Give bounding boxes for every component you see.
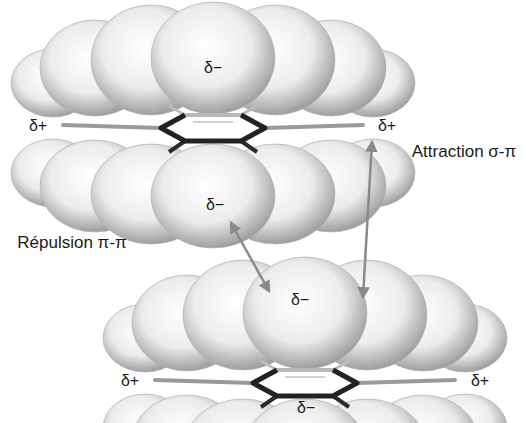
benzene-cloud xyxy=(11,2,415,248)
charge-label: δ+ xyxy=(121,372,139,390)
charge-label: δ− xyxy=(206,196,224,214)
charge-label: δ+ xyxy=(471,372,489,390)
attraction-arrow xyxy=(363,142,372,297)
interaction-label: Attraction σ-π xyxy=(412,143,516,162)
charge-label: δ+ xyxy=(378,117,396,135)
charge-label: δ− xyxy=(291,291,309,309)
charge-label: δ+ xyxy=(29,117,47,135)
interaction-label: Répulsion π-π xyxy=(17,234,126,253)
benzene-cloud xyxy=(103,257,507,423)
repulsion-arrow xyxy=(231,223,269,291)
charge-label: δ− xyxy=(297,399,315,417)
charge-label: δ− xyxy=(204,59,222,77)
